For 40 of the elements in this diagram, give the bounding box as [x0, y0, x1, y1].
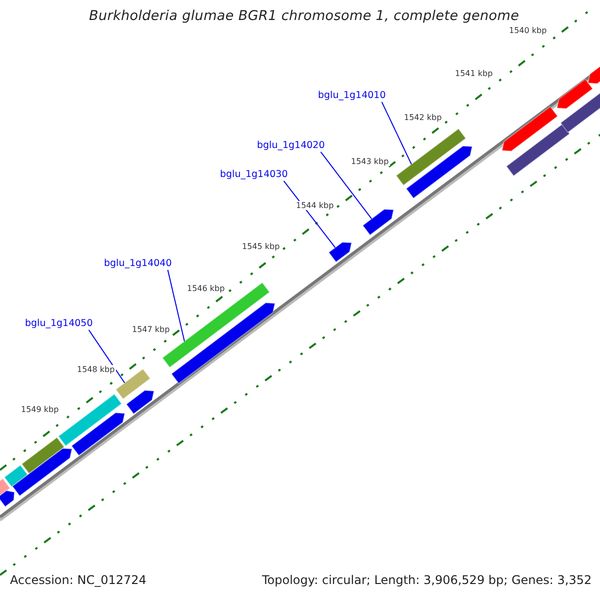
leader-line [167, 269, 185, 342]
gene-feature [170, 302, 276, 384]
leader-line [88, 329, 126, 384]
gene-feature [506, 123, 570, 177]
gene-feature [556, 78, 594, 110]
gene-feature [126, 390, 155, 415]
gene-label: bglu_1g14050 [25, 319, 93, 330]
scale-label: 1547 kbp [131, 325, 171, 334]
gene-feature [406, 145, 473, 199]
gene-feature [0, 490, 15, 508]
footer-text: Accession: NC_012724 [10, 574, 146, 588]
gene-feature [328, 242, 352, 263]
scale-label: 1546 kbp [186, 284, 226, 294]
map-title: Burkholderia glumae BGR1 chromosome 1, complete genome [89, 9, 520, 25]
scale-label: 1544 kbp [295, 201, 335, 210]
gene-feature [560, 90, 600, 134]
scale-label: 1549 kbp [20, 405, 60, 414]
gene-label: bglu_1g14010 [318, 91, 386, 102]
scale-label: 1545 kbp [241, 242, 281, 252]
gene-feature [21, 436, 65, 474]
leader-line [320, 151, 372, 220]
scale-label: 1542 kbp [403, 113, 443, 122]
gene-label: bglu_1g14030 [220, 170, 288, 181]
gene-feature [58, 393, 122, 447]
scale-label: 1541 kbp [454, 69, 494, 78]
scale-label: 1548 kbp [76, 365, 116, 374]
scale-label: 1540 kbp [508, 26, 548, 36]
gene-feature [501, 106, 558, 152]
leader-line [283, 180, 336, 248]
scale-label: 1543 kbp [350, 157, 390, 166]
gene-label: bglu_1g14040 [104, 259, 172, 270]
gene-feature [70, 412, 126, 456]
footer-text: Topology: circular; Length: 3,906,529 bp; Genes: 3,352 [262, 574, 592, 588]
gene-feature [115, 368, 151, 400]
gene-feature [362, 208, 394, 236]
gene-label: bglu_1g14020 [257, 141, 325, 152]
gene-feature [396, 128, 466, 186]
leader-line [381, 101, 412, 165]
gene-feature [4, 464, 28, 488]
gene-feature [12, 448, 73, 497]
